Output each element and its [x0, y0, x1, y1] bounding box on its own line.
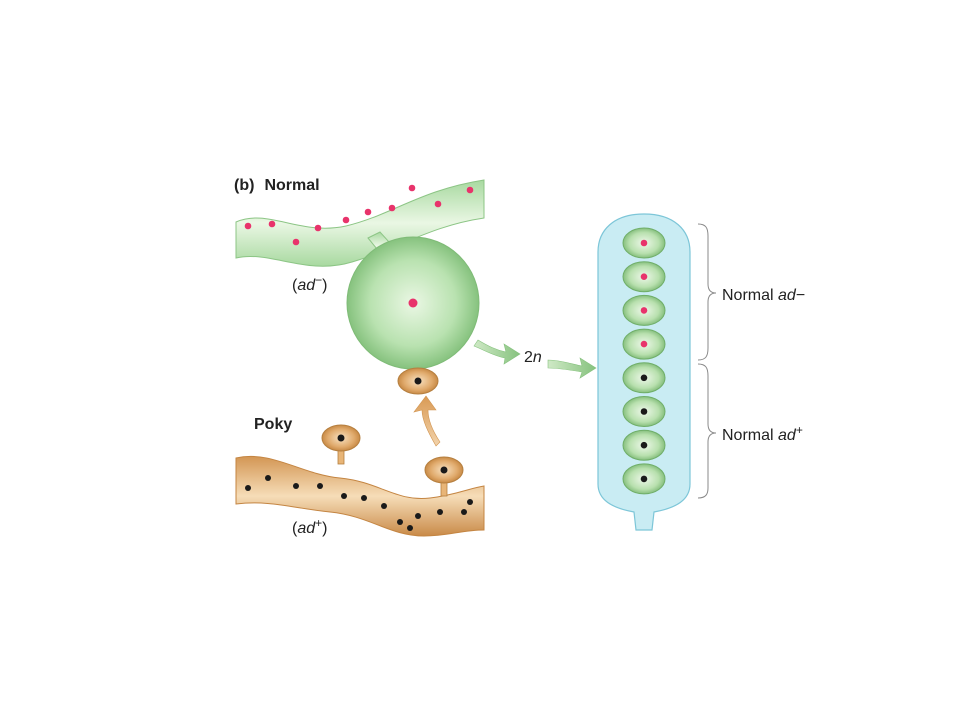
poky-conidium-1: [321, 424, 361, 452]
normal-genotype-label: (ad−): [292, 273, 327, 294]
hypha-nucleus-black: [381, 503, 387, 509]
hypha-nucleus-black: [437, 509, 443, 515]
ascospore-nucleus: [640, 374, 648, 382]
hypha-nucleus-black: [415, 513, 421, 519]
ascospore-nucleus: [640, 239, 648, 247]
hypha-nucleus-red: [292, 238, 300, 246]
hypha-nucleus-black: [397, 519, 403, 525]
poky-conidium-2: [424, 456, 464, 484]
poky-title: Poky: [254, 416, 292, 433]
meiosis-arrow-1: [473, 339, 521, 365]
fusion-arrow: [413, 395, 441, 447]
poky-hypha: [235, 445, 485, 537]
group-label-bottom: Normal ad+: [722, 423, 803, 444]
hypha-nucleus-red: [408, 184, 416, 192]
ascospore-nucleus: [640, 307, 648, 314]
hypha-nucleus-red: [342, 216, 350, 224]
ascospore-nucleus: [640, 408, 648, 415]
ascus: [597, 213, 691, 531]
poky-hypha-nuclei: [245, 475, 473, 531]
group-label-top: Normal ad−: [722, 287, 805, 304]
bracket-top: [697, 223, 717, 361]
hypha-nucleus-red: [434, 200, 442, 208]
hypha-nucleus-black: [293, 483, 299, 489]
poky-genotype-label: (ad+): [292, 516, 327, 537]
hypha-nucleus-black: [245, 485, 251, 491]
hypha-nucleus-red: [466, 186, 474, 194]
ascospore-column: [622, 227, 666, 495]
panel-title-normal: (b) Normal: [234, 177, 320, 194]
hypha-nucleus-black: [407, 525, 413, 531]
normal-title: Normal: [264, 177, 319, 194]
hypha-nucleus-black: [341, 493, 347, 499]
zygote-cell: [346, 236, 480, 370]
ploidy-label: 2n: [524, 349, 542, 366]
hypha-nucleus-black: [361, 495, 367, 501]
ascospore-nucleus: [640, 441, 648, 449]
ascospore-nucleus: [640, 340, 648, 348]
normal-hypha-nuclei: [244, 184, 474, 246]
hypha-nucleus-red: [268, 220, 276, 228]
panel-letter: (b): [234, 177, 254, 194]
hypha-nucleus-red: [364, 208, 372, 216]
hypha-nucleus-red: [388, 204, 396, 212]
hypha-nucleus-black: [317, 483, 323, 489]
ascospore-nucleus: [640, 273, 648, 281]
poky-conidium-fused: [397, 367, 439, 395]
hypha-nucleus-red: [244, 222, 252, 230]
meiosis-arrow-2: [547, 357, 597, 379]
hypha-nucleus-black: [461, 509, 467, 515]
ascospore-nucleus: [640, 475, 648, 483]
poky-hypha-body: [235, 455, 485, 537]
zygote-nucleus: [408, 298, 418, 308]
hypha-nucleus-red: [314, 224, 322, 232]
hypha-nucleus-black: [467, 499, 473, 505]
hypha-nucleus-black: [265, 475, 271, 481]
bracket-bottom: [697, 363, 717, 499]
